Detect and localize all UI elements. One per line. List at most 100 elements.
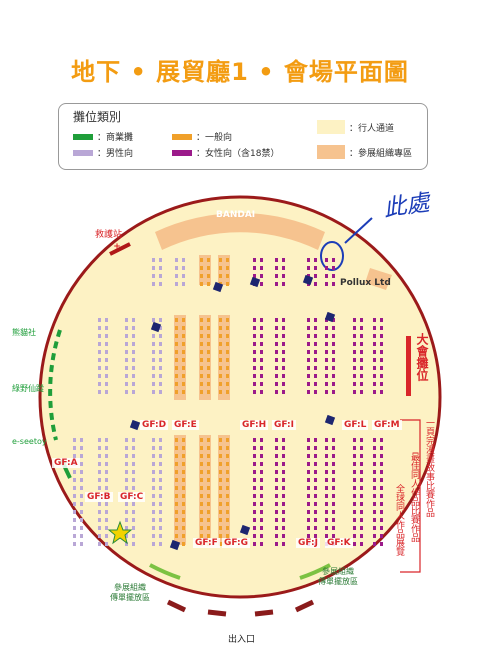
handwritten-note: 此處	[381, 189, 432, 223]
booth-cell	[275, 526, 278, 530]
booth-cell	[159, 470, 162, 474]
legend-item-female: ：女性向（含18禁）	[172, 146, 279, 159]
booth-cell	[353, 478, 356, 482]
booth-cell	[159, 502, 162, 506]
booth-cell	[132, 534, 135, 538]
booth-cell	[332, 470, 335, 474]
booth-cell	[314, 350, 317, 354]
booth-cell	[282, 534, 285, 538]
booth-cell	[226, 478, 229, 482]
booth-cell	[159, 358, 162, 362]
booth-cell	[226, 374, 229, 378]
booth-cell	[98, 446, 101, 450]
booth-cell	[152, 446, 155, 450]
booth-cell	[275, 470, 278, 474]
booth-cell	[125, 342, 128, 346]
booth-cell	[332, 502, 335, 506]
booth-cell	[152, 350, 155, 354]
booth-row	[199, 315, 211, 400]
booth-cell	[332, 390, 335, 394]
booth-cell	[219, 446, 222, 450]
booth-cell	[353, 326, 356, 330]
booth-cell	[219, 390, 222, 394]
booth-cell	[373, 350, 376, 354]
booth-cell	[132, 318, 135, 322]
booth-cell	[253, 494, 256, 498]
booth-cell	[125, 470, 128, 474]
legend-label-male: ：男性向	[97, 149, 134, 159]
booth-cell	[275, 334, 278, 338]
booth-cell	[226, 486, 229, 490]
booth-cell	[98, 486, 101, 490]
booth-cell	[200, 470, 203, 474]
booth-cell	[260, 502, 263, 506]
booth-cell	[182, 350, 185, 354]
booth-cell	[275, 518, 278, 522]
booth-cell	[260, 478, 263, 482]
booth-cell	[182, 494, 185, 498]
booth-cell	[152, 358, 155, 362]
booth-cell	[380, 342, 383, 346]
booth-cell	[360, 438, 363, 442]
booth-cell	[275, 462, 278, 466]
booth-cell	[200, 478, 203, 482]
booth-cell	[307, 266, 310, 270]
booth-cell	[207, 374, 210, 378]
booth-cell	[253, 478, 256, 482]
booth-cell	[98, 454, 101, 458]
booth-cell	[282, 446, 285, 450]
booth-cell	[152, 258, 155, 262]
booth-cell	[125, 318, 128, 322]
flyer-arc-left	[149, 563, 181, 580]
booth-cell	[380, 390, 383, 394]
booth-cell	[80, 454, 83, 458]
booth-cell	[380, 510, 383, 514]
booth-cell	[282, 510, 285, 514]
booth-cell	[360, 486, 363, 490]
booth-cell	[207, 390, 210, 394]
booth-cell	[226, 446, 229, 450]
booth-cell	[200, 510, 203, 514]
booth-cell	[282, 350, 285, 354]
booth-cell	[325, 470, 328, 474]
booth-cell	[175, 318, 178, 322]
legend-item-commercial: ：商業攤	[73, 130, 133, 143]
booth-cell	[307, 382, 310, 386]
side-bracket	[400, 419, 421, 573]
booth-cell	[360, 374, 363, 378]
booth-cell	[125, 478, 128, 482]
booth-cell	[159, 534, 162, 538]
booth-cell	[200, 382, 203, 386]
booth-cell	[275, 350, 278, 354]
booth-cell	[125, 326, 128, 330]
page-title: 地下 • 展貿廳1 • 會場平面圖	[71, 58, 409, 86]
booth-cell	[200, 350, 203, 354]
booth-cell	[253, 534, 256, 538]
booth-cell	[253, 382, 256, 386]
booth-cell	[325, 510, 328, 514]
booth-cell	[282, 470, 285, 474]
booth-cell	[373, 318, 376, 322]
booth-row	[307, 438, 317, 546]
booth-cell	[332, 366, 335, 370]
booth-cell	[260, 366, 263, 370]
booth-row	[125, 318, 135, 394]
booth-cell	[175, 518, 178, 522]
booth-cell	[314, 518, 317, 522]
booth-cell	[282, 454, 285, 458]
booth-cell	[332, 326, 335, 330]
booth-cell	[132, 374, 135, 378]
booth-cell	[182, 342, 185, 346]
booth-cell	[80, 462, 83, 466]
booth-cell	[353, 526, 356, 530]
booth-cell	[373, 382, 376, 386]
booth-cell	[132, 486, 135, 490]
booth-row	[325, 258, 335, 286]
booth-cell	[175, 486, 178, 490]
entrance-marker-1	[166, 599, 187, 613]
booth-cell	[253, 342, 256, 346]
booth-cell	[175, 274, 178, 278]
zone-label-gfc: GF:C	[118, 492, 146, 502]
booth-row	[125, 438, 135, 546]
booth-cell	[380, 486, 383, 490]
